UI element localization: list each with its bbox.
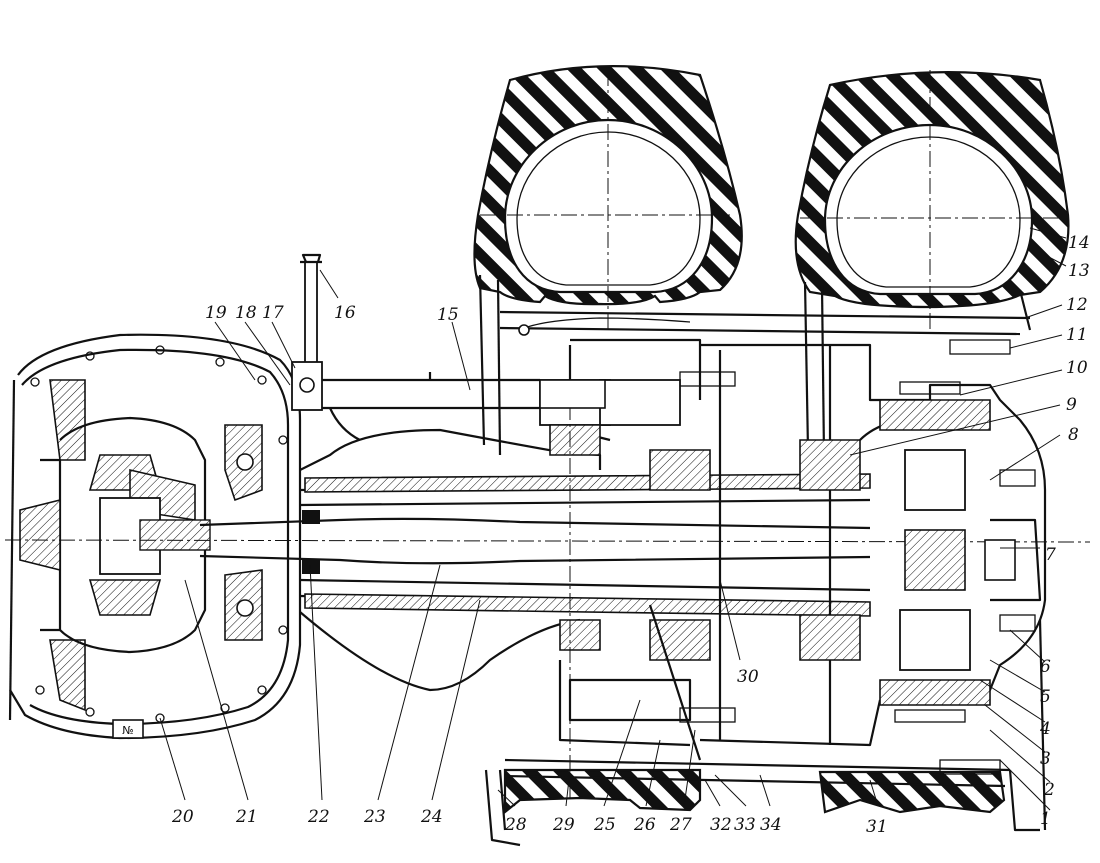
callout-label-10: 10: [1066, 358, 1088, 378]
callout-label-22: 22: [307, 807, 330, 827]
callout-31: 31: [866, 779, 888, 837]
callout-15: 15: [437, 305, 471, 391]
callout-label-2: 2: [1043, 780, 1055, 800]
callout-label-30: 30: [737, 667, 759, 687]
callout-29: 29: [552, 769, 575, 835]
callout-24: 24: [420, 599, 481, 827]
callout-9: 9: [849, 395, 1077, 456]
callout-label-21: 21: [235, 807, 258, 827]
callout-label-1: 1: [1040, 809, 1051, 829]
callout-label-23: 23: [363, 807, 386, 827]
callout-27: 27: [669, 729, 696, 835]
callout-21: 21: [184, 579, 258, 827]
callout-label-9: 9: [1066, 395, 1077, 415]
callout-3: 3: [984, 704, 1051, 769]
callout-14: 14: [1029, 227, 1090, 253]
callout-13: 13: [1044, 254, 1090, 281]
callout-label-19: 19: [205, 303, 227, 323]
callout-12: 12: [1024, 295, 1088, 319]
callout-30: 30: [719, 579, 759, 687]
callout-17: 17: [262, 303, 296, 369]
callout-28: 28: [497, 789, 527, 835]
callout-2: 2: [989, 729, 1055, 800]
callout-33: 33: [714, 774, 756, 835]
callout-8: 8: [989, 425, 1079, 481]
callout-label-12: 12: [1066, 295, 1088, 315]
callout-label-24: 24: [420, 807, 443, 827]
brake-linkage: [291, 253, 606, 441]
callout-11: 11: [1009, 325, 1088, 349]
callout-22: 22: [307, 564, 330, 827]
callout-label-16: 16: [334, 303, 356, 323]
callout-label-25: 25: [593, 815, 616, 835]
callout-19: 19: [205, 303, 256, 381]
callout-25: 25: [593, 699, 641, 835]
callout-label-14: 14: [1068, 233, 1090, 253]
callout-1: 1: [999, 759, 1051, 829]
callout-label-18: 18: [235, 303, 257, 323]
callout-label-11: 11: [1066, 325, 1088, 345]
callout-18: 18: [235, 303, 291, 386]
callout-26: 26: [633, 739, 661, 835]
differential-housing: №: [8, 333, 302, 740]
inner-tire: [794, 71, 1070, 309]
callout-16: 16: [319, 269, 356, 323]
callout-label-26: 26: [633, 815, 656, 835]
callout-label-15: 15: [437, 305, 459, 325]
callout-23: 23: [363, 564, 441, 827]
callout-4: 4: [979, 679, 1051, 739]
lower-tire-sections: [503, 768, 1006, 815]
callout-7: 7: [1000, 545, 1056, 565]
wheel-rims: [478, 274, 1047, 847]
callout-label-28: 28: [504, 815, 527, 835]
callout-label-17: 17: [262, 303, 284, 323]
callout-label-6: 6: [1040, 657, 1051, 677]
callout-label-7: 7: [1045, 545, 1056, 565]
callout-label-13: 13: [1068, 261, 1090, 281]
callout-32: 32: [704, 779, 732, 835]
axle-housing-tube: [4, 428, 1091, 692]
callout-label-27: 27: [669, 815, 692, 835]
callout-10: 10: [959, 358, 1088, 396]
svg-text:№: №: [122, 724, 133, 737]
callout-label-5: 5: [1040, 687, 1051, 707]
callout-label-8: 8: [1068, 425, 1079, 445]
callout-label-29: 29: [552, 815, 575, 835]
callout-label-3: 3: [1040, 749, 1051, 769]
callout-20: 20: [159, 717, 194, 827]
callout-label-34: 34: [760, 815, 782, 835]
callout-label-32: 32: [710, 815, 732, 835]
callout-6: 6: [1009, 629, 1051, 677]
callout-5: 5: [989, 659, 1051, 707]
callout-label-31: 31: [866, 817, 888, 837]
brake-assembly: [539, 338, 702, 800]
callout-label-33: 33: [734, 815, 756, 835]
callout-label-20: 20: [171, 807, 194, 827]
callout-label-4: 4: [1039, 719, 1051, 739]
callout-34: 34: [759, 774, 782, 835]
